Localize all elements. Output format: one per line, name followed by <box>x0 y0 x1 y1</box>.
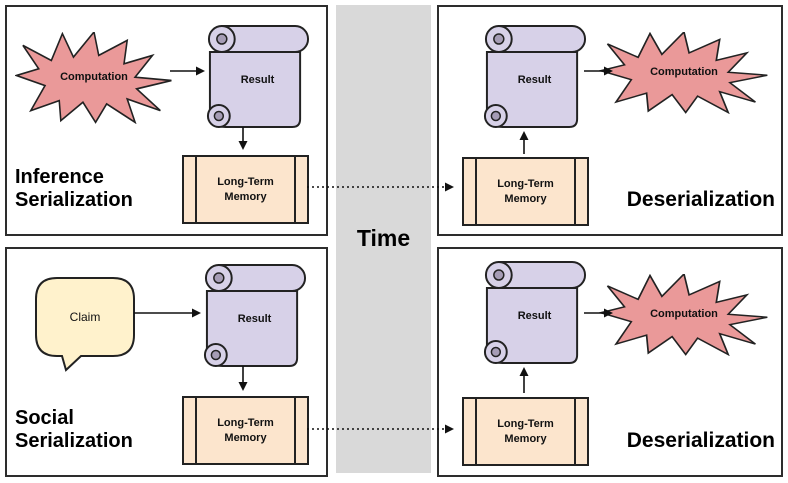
long-term-memory-label: Long-Term Memory <box>497 178 554 205</box>
long-term-memory-box: Long-Term Memory <box>462 397 589 466</box>
panel-title-social-serialization: Social Serialization <box>15 406 133 453</box>
panel-inference-serialization: Computation Result Long-Term Memory Infe… <box>5 5 328 236</box>
result-label: Result <box>240 74 275 87</box>
time-label: Time <box>356 225 411 251</box>
long-term-memory-label: Long-Term Memory <box>217 176 274 203</box>
computation-label: Computation <box>650 308 718 321</box>
result-label: Result <box>517 74 552 87</box>
time-band <box>336 5 431 473</box>
claim-label: Claim <box>69 309 101 324</box>
long-term-memory-label: Long-Term Memory <box>497 418 554 445</box>
long-term-memory-box: Long-Term Memory <box>462 157 589 226</box>
panel-title-deserialization: Deserialization <box>626 429 775 453</box>
panel-title-deserialization: Deserialization <box>626 188 775 212</box>
panel-title-inference-serialization: Inference Serialization <box>15 165 133 212</box>
computation-label: Computation <box>60 71 128 84</box>
long-term-memory-box: Long-Term Memory <box>182 155 309 224</box>
panel-deserialization-top: Result Computation Long-Term Memory Dese… <box>437 5 783 236</box>
long-term-memory-box: Long-Term Memory <box>182 396 309 465</box>
panel-social-serialization: Claim Result Long-Term Memory Social Ser… <box>5 247 328 477</box>
computation-label: Computation <box>650 66 718 79</box>
result-label: Result <box>237 313 272 326</box>
panel-deserialization-bottom: Result Computation Long-Term Memory Dese… <box>437 247 783 477</box>
long-term-memory-label: Long-Term Memory <box>217 417 274 444</box>
result-label: Result <box>517 310 552 323</box>
